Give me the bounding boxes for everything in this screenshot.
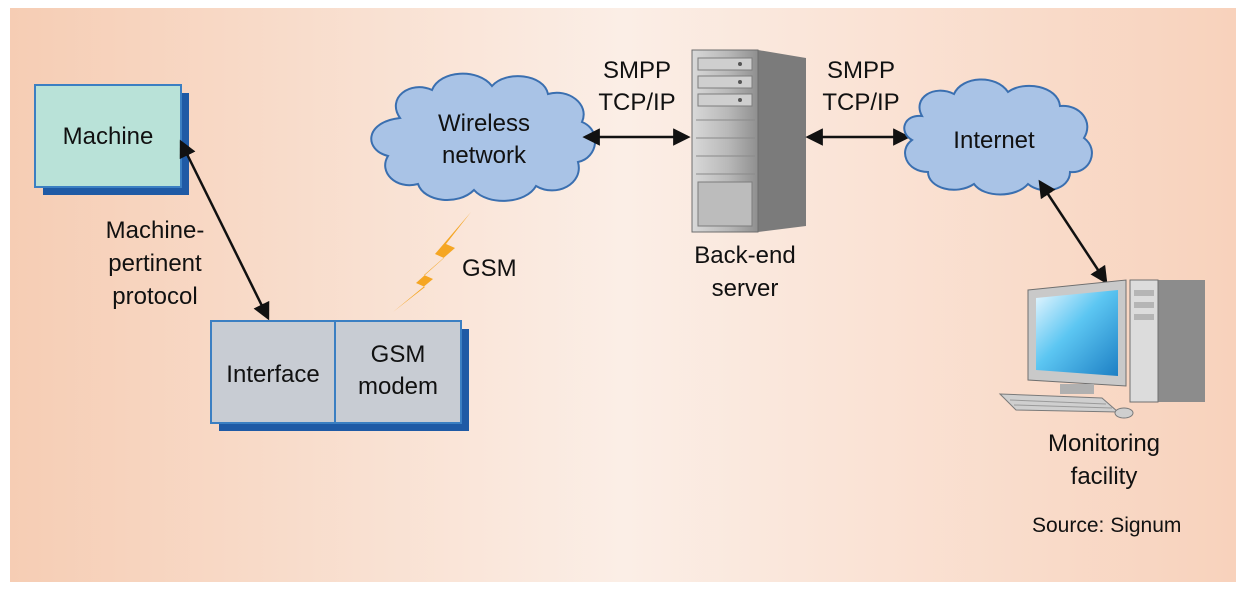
wireless-line1: Wireless	[438, 110, 530, 137]
machine-box	[34, 84, 182, 188]
machine-protocol-line3: protocol	[112, 283, 197, 310]
server-line2: server	[712, 275, 779, 302]
gsm-modem-line2: modem	[358, 373, 438, 400]
wireless-network-node: Wireless network	[370, 72, 597, 202]
desktop-computer-icon	[998, 279, 1205, 419]
interface-label: Interface	[226, 361, 319, 388]
smpp-right-line1: SMPP	[827, 57, 895, 84]
monitoring-line2: facility	[1071, 463, 1138, 490]
wireless-line2: network	[442, 142, 527, 169]
smpp-left-line2: TCP/IP	[598, 89, 675, 116]
machine-protocol-line2: pertinent	[108, 250, 202, 277]
monitoring-line1: Monitoring	[1048, 430, 1160, 457]
internet-monitoring-arrow	[1038, 179, 1108, 285]
internet-cloud-icon	[903, 78, 1093, 196]
machine-protocol-label: Machine- pertinent protocol	[106, 217, 205, 310]
server-internet-link: SMPP TCP/IP	[805, 57, 911, 146]
source-credit: Source: Signum	[1032, 514, 1181, 537]
machine-protocol-line1: Machine-	[106, 217, 205, 244]
server-line1: Back-end	[694, 242, 795, 269]
wireless-cloud-icon	[370, 72, 597, 202]
machine-label: Machine	[63, 123, 154, 150]
server-tower-icon	[691, 49, 806, 233]
monitoring-facility-node: Monitoring facility	[1048, 430, 1160, 490]
interface-modem-node: Interface GSM modem	[210, 320, 469, 431]
machine-node: Machine	[34, 84, 189, 195]
internet-node: Internet	[903, 78, 1093, 196]
wireless-server-link: SMPP TCP/IP	[582, 57, 691, 146]
back-end-server-node: Back-end server	[694, 242, 795, 302]
gsm-modem-line1: GSM	[371, 341, 426, 368]
machine-interface-arrow	[179, 139, 270, 321]
gsm-link-label: GSM	[462, 255, 517, 282]
internet-label: Internet	[953, 127, 1035, 154]
smpp-right-line2: TCP/IP	[822, 89, 899, 116]
gsm-link: GSM	[393, 212, 517, 312]
smpp-left-line1: SMPP	[603, 57, 671, 84]
